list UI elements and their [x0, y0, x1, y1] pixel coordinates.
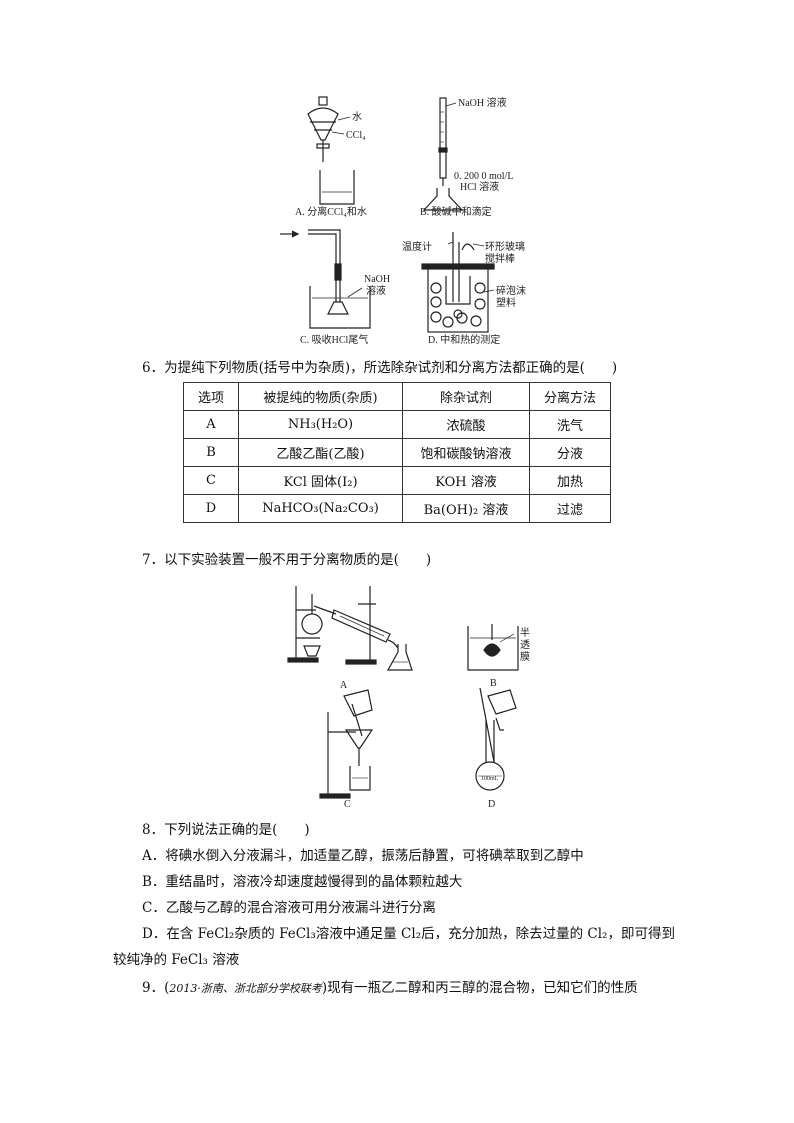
- option-8d-line1: D．在含 FeCl₂杂质的 FeCl₃溶液中通足量 Cl₂后，充分加热，除去过量…: [142, 926, 675, 942]
- question-7-stem: 7．以下实验装置一般不用于分离物质的是( ): [142, 552, 432, 568]
- question7-figure: A B 半 透 膜 C D 100mL: [287, 586, 530, 808]
- table-cell: KOH 溶液: [402, 466, 530, 495]
- question-6-stem: 6．为提纯下列物质(括号中为杂质)，所选除杂试剂和分离方法都正确的是( ): [142, 360, 618, 376]
- table-cell: 加热: [529, 466, 611, 495]
- label-flask-volume: 100mL: [481, 776, 499, 782]
- label-membrane-1: 半: [520, 626, 530, 639]
- label-membrane-2: 透: [520, 639, 530, 651]
- caption-c: C. 吸收HCl尾气: [300, 333, 368, 346]
- label-naoh-solution: NaOH 溶液: [458, 96, 507, 109]
- label-d: D: [488, 799, 495, 808]
- option-8b: B．重结晶时，溶液冷却速度越慢得到的晶体颗粒越大: [142, 874, 463, 890]
- table-cell: C: [183, 466, 239, 495]
- label-naoh: NaOH: [364, 274, 390, 285]
- calorimeter-icon: [421, 232, 495, 333]
- table-cell: 洗气: [529, 410, 611, 439]
- table-header-cell: 分离方法: [529, 382, 611, 411]
- label-concentration: 0. 200 0 mol/L: [454, 171, 513, 182]
- table-header-cell: 被提纯的物质(杂质): [238, 382, 403, 411]
- distillation-apparatus-icon: [287, 586, 413, 671]
- label-stirrer-2: 搅拌棒: [485, 252, 515, 265]
- table-cell: NH₃(H₂O): [238, 410, 403, 439]
- table-cell: KCl 固体(I₂): [238, 466, 403, 495]
- caption-d: D. 中和热的测定: [428, 333, 500, 346]
- question-9-prefix: 9．(: [142, 980, 170, 996]
- titration-apparatus-icon: [422, 97, 464, 211]
- table-row: B 乙酸乙酯(乙酸) 饱和碳酸钠溶液 分液: [183, 438, 611, 467]
- table-cell: 分液: [529, 438, 611, 467]
- table-header-cell: 除杂试剂: [402, 382, 530, 411]
- label-membrane-3: 膜: [520, 651, 530, 663]
- table-row: C KCl 固体(I₂) KOH 溶液 加热: [183, 466, 611, 495]
- table-row: A NH₃(H₂O) 浓硫酸 洗气: [183, 410, 611, 439]
- caption-a: A. 分离CCl₄和水: [295, 205, 367, 218]
- label-ccl4: CCl₄: [346, 130, 366, 141]
- volumetric-flask-icon: [475, 687, 517, 791]
- label-thermometer: 温度计: [402, 240, 432, 253]
- option-8c: C．乙酸与乙醇的混合溶液可用分液漏斗进行分离: [142, 900, 436, 916]
- purification-table: 选项 被提纯的物质(杂质) 除杂试剂 分离方法 A NH₃(H₂O) 浓硫酸 洗…: [183, 382, 611, 523]
- label-c: C: [344, 799, 351, 808]
- separatory-funnel-icon: [307, 96, 355, 205]
- option-8d-line2: 较纯净的 FeCl₃ 溶液: [113, 952, 240, 968]
- label-a: A: [340, 680, 348, 691]
- table-header-row: 选项 被提纯的物质(杂质) 除杂试剂 分离方法: [183, 382, 611, 411]
- label-solution: 溶液: [366, 284, 386, 297]
- table-cell: 乙酸乙酯(乙酸): [238, 438, 403, 467]
- option-8a: A．将碘水倒入分液漏斗，加适量乙醇，振荡后静置，可将碘萃取到乙醇中: [142, 848, 584, 864]
- label-water: 水: [352, 111, 362, 123]
- caption-b: B. 酸碱中和滴定: [420, 205, 492, 218]
- question-9-stem: 9．(2013·浙南、浙北部分学校联考)现有一瓶乙二醇和丙三醇的混合物，已知它们…: [142, 978, 638, 999]
- table-cell: Ba(OH)₂ 溶液: [402, 494, 530, 523]
- table-cell: D: [183, 494, 239, 523]
- table-cell: A: [183, 410, 239, 439]
- table-cell: B: [183, 438, 239, 467]
- label-b: B: [490, 678, 497, 689]
- question-8-stem: 8．下列说法正确的是( ): [142, 822, 310, 838]
- label-stirrer-1: 环形玻璃: [485, 240, 525, 253]
- filtration-apparatus-icon: [319, 689, 374, 799]
- question-9-source: 2013·浙南、浙北部分学校联考: [169, 982, 322, 995]
- label-foam-2: 塑料: [496, 296, 516, 309]
- gas-absorption-icon: [280, 229, 371, 329]
- table-cell: NaHCO₃(Na₂CO₃): [238, 494, 403, 523]
- table-cell: 过滤: [529, 494, 611, 523]
- table-row: D NaHCO₃(Na₂CO₃) Ba(OH)₂ 溶液 过滤: [183, 494, 611, 523]
- dialysis-beaker-icon: [467, 624, 519, 671]
- table-cell: 饱和碳酸钠溶液: [402, 438, 530, 467]
- question-9-text: )现有一瓶乙二醇和丙三醇的混合物，已知它们的性质: [321, 980, 638, 996]
- label-foam-1: 碎泡沫: [496, 284, 526, 297]
- table-cell: 浓硫酸: [402, 410, 530, 439]
- question5-figure: 水 CCl₄ A. 分离CCl₄和水 NaOH 溶液 0. 200 0 mol/…: [280, 96, 526, 346]
- label-hcl-solution: HCl 溶液: [460, 180, 499, 193]
- table-header-cell: 选项: [183, 382, 239, 411]
